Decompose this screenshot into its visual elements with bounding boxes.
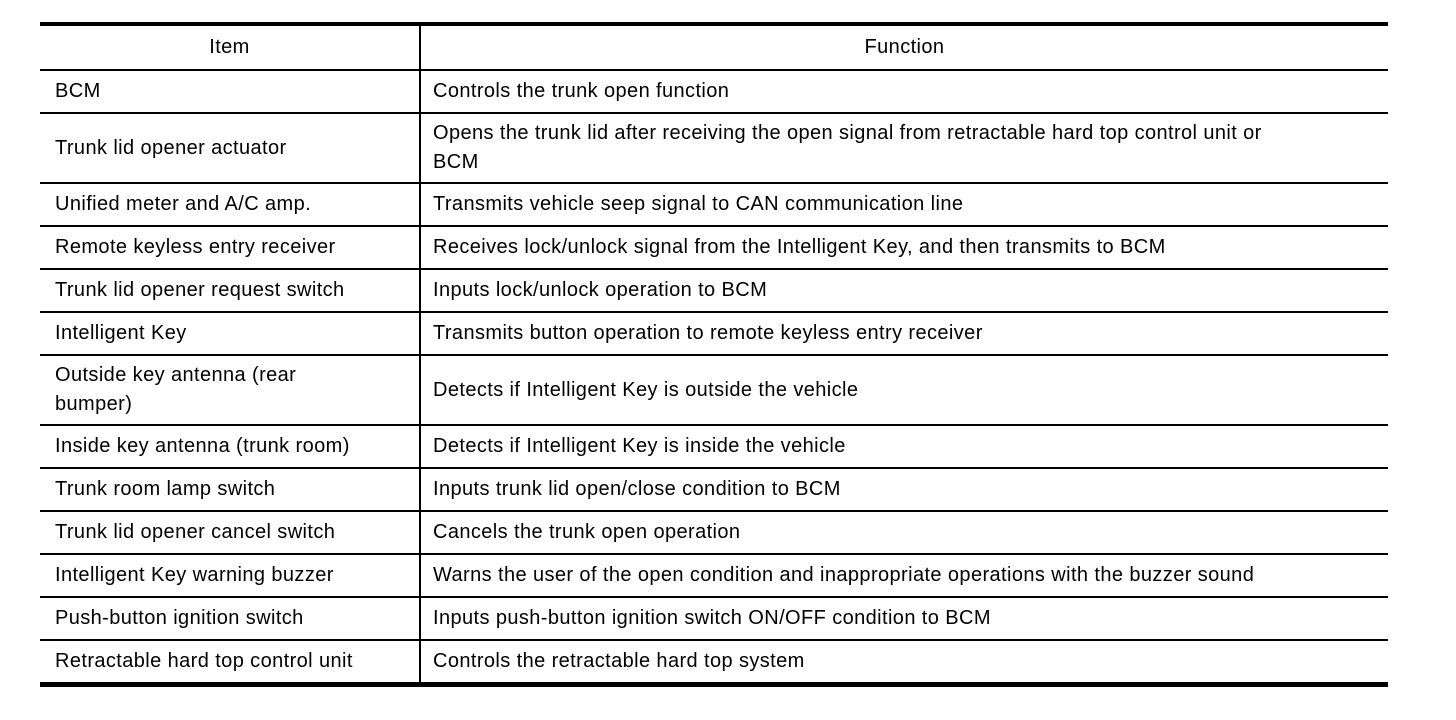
function-cell: Controls the retractable hard top system [420,640,1388,686]
function-cell: Inputs trunk lid open/close condition to… [420,468,1388,512]
header-row: Item Function [40,24,1388,71]
function-cell: Transmits vehicle seep signal to CAN com… [420,183,1388,227]
table-row: Retractable hard top control unit Contro… [40,640,1388,686]
table-row: Remote keyless entry receiver Receives l… [40,226,1388,270]
function-cell: Detects if Intelligent Key is inside the… [420,425,1388,469]
item-cell: Outside key antenna (rear bumper) [40,355,421,426]
item-cell: Trunk lid opener request switch [40,269,421,313]
function-cell: Cancels the trunk open operation [420,511,1388,555]
function-cell: Opens the trunk lid after receiving the … [420,113,1388,184]
item-cell: Trunk room lamp switch [40,468,421,512]
table-row: Trunk lid opener cancel switch Cancels t… [40,511,1388,555]
item-cell: Intelligent Key [40,312,421,356]
table-row: Trunk lid opener actuator Opens the trun… [40,113,1388,184]
table-row: Push-button ignition switch Inputs push-… [40,597,1388,641]
table-row: Intelligent Key warning buzzer Warns the… [40,554,1388,598]
function-cell: Receives lock/unlock signal from the Int… [420,226,1388,270]
table-row: Trunk room lamp switch Inputs trunk lid … [40,468,1388,512]
function-cell: Warns the user of the open condition and… [420,554,1388,598]
table-row: Outside key antenna (rear bumper) Detect… [40,355,1388,426]
item-cell: Intelligent Key warning buzzer [40,554,421,598]
table-row: Trunk lid opener request switch Inputs l… [40,269,1388,313]
table-row: Inside key antenna (trunk room) Detects … [40,425,1388,469]
item-cell: BCM [40,70,421,114]
table-row: Intelligent Key Transmits button operati… [40,312,1388,356]
table-row: Unified meter and A/C amp. Transmits veh… [40,183,1388,227]
table-row: BCM Controls the trunk open function [40,70,1388,114]
item-cell: Trunk lid opener actuator [40,113,421,184]
item-cell: Inside key antenna (trunk room) [40,425,421,469]
item-cell: Unified meter and A/C amp. [40,183,421,227]
function-cell: Controls the trunk open function [420,70,1388,114]
item-cell: Trunk lid opener cancel switch [40,511,421,555]
function-cell: Inputs lock/unlock operation to BCM [420,269,1388,313]
item-function-table: Item Function BCM Controls the trunk ope… [40,22,1388,687]
function-cell: Detects if Intelligent Key is outside th… [420,355,1388,426]
function-cell: Inputs push-button ignition switch ON/OF… [420,597,1388,641]
item-cell: Retractable hard top control unit [40,640,421,686]
column-header-item: Item [40,24,421,71]
function-cell: Transmits button operation to remote key… [420,312,1388,356]
item-cell: Remote keyless entry receiver [40,226,421,270]
item-cell: Push-button ignition switch [40,597,421,641]
column-header-function: Function [420,24,1388,71]
